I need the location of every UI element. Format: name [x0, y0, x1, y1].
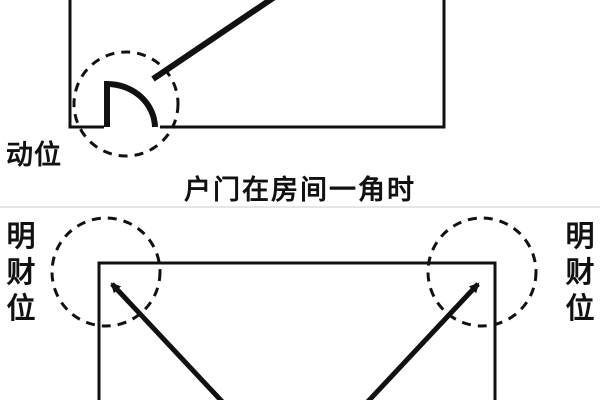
left-arrow [110, 282, 225, 400]
dynamic-position-label: 动位 [6, 140, 62, 171]
left-wealth-position-circle [50, 216, 162, 328]
right-label-char: 财 [565, 255, 595, 289]
diagonal-line [151, 0, 276, 82]
left-label-char: 财 [6, 255, 36, 289]
bottom-panel [50, 216, 538, 400]
right-label-char: 位 [565, 291, 595, 325]
left-label-char: 明 [6, 219, 36, 253]
top-caption: 户门在房间一角时 [184, 175, 416, 206]
right-wealth-position-circle [426, 216, 538, 328]
top-panel [68, 0, 446, 158]
right-label-char: 明 [565, 219, 595, 253]
left-label-char: 位 [6, 291, 36, 325]
dynamic-position-circle [72, 50, 180, 158]
room-outline-top [68, 0, 446, 129]
right-arrow [365, 282, 480, 400]
right-wealth-position-label: 明 财 位 [563, 218, 597, 326]
room-outline-bottom [97, 261, 497, 400]
door-swing-icon [104, 80, 158, 128]
left-wealth-position-label: 明 财 位 [4, 218, 38, 326]
